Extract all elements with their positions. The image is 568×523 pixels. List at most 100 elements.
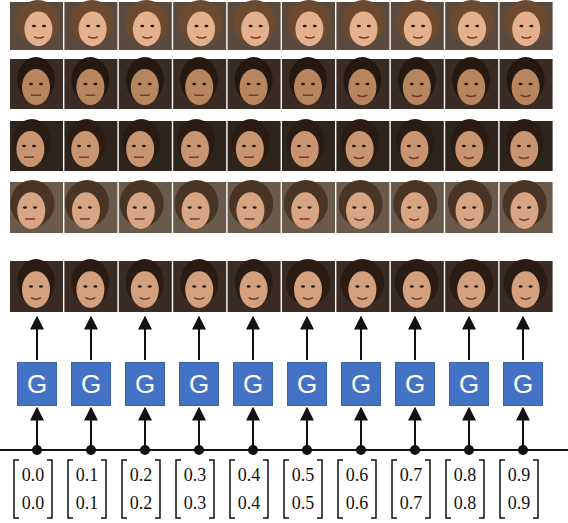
mouth: [196, 37, 206, 39]
generator-label: G: [405, 371, 425, 397]
bracket: [122, 460, 127, 518]
mouth: [519, 157, 529, 159]
face: [22, 271, 50, 308]
face: [291, 192, 319, 229]
bracket: [500, 460, 505, 518]
generator-label: G: [135, 371, 155, 397]
mouth: [409, 219, 419, 221]
face: [240, 271, 268, 308]
vector-value: 0.7: [400, 494, 423, 512]
mouth: [245, 218, 255, 220]
eye: [529, 285, 533, 288]
bracket: [425, 460, 430, 518]
input-arrow: [198, 408, 200, 450]
generator-label: G: [81, 371, 101, 397]
face-image: [10, 0, 63, 50]
face: [291, 131, 319, 167]
input-arrow: [468, 408, 470, 450]
eye: [32, 145, 36, 148]
eye: [527, 206, 531, 209]
mouth: [357, 298, 367, 300]
bracket: [338, 460, 343, 518]
eye: [83, 83, 87, 86]
eye: [150, 25, 154, 28]
vector-value: 0.4: [238, 494, 261, 512]
face-grid: [10, 0, 553, 312]
face: [348, 271, 376, 308]
mouth: [303, 298, 313, 300]
eye: [301, 285, 305, 288]
eye: [96, 25, 100, 28]
eye: [148, 83, 152, 86]
eye: [410, 83, 414, 86]
generator-label: G: [297, 371, 317, 397]
input-arrow: [360, 408, 362, 450]
face-image: [445, 119, 498, 171]
face-image: [500, 259, 553, 312]
eye: [132, 145, 136, 148]
bracket: [392, 460, 397, 518]
eye: [517, 145, 521, 148]
generator-box: G: [287, 362, 327, 406]
face-image: [119, 180, 172, 233]
mouth: [354, 157, 364, 159]
face-image: [10, 180, 63, 233]
input-arrow: [36, 408, 38, 450]
output-arrow: [198, 317, 200, 360]
generator-label: G: [27, 371, 47, 397]
sample-dot: [410, 445, 420, 455]
output-arrow: [468, 317, 470, 360]
vector-value: 0.8: [454, 466, 477, 484]
face: [456, 192, 484, 229]
face-image: [336, 259, 389, 312]
eye: [519, 285, 523, 288]
vector-value: 0.6: [346, 466, 369, 484]
axis-line: [0, 449, 568, 451]
bracket: [209, 460, 214, 518]
face: [126, 131, 154, 167]
face-image: [228, 119, 281, 171]
face-image: [282, 57, 335, 109]
eye: [352, 206, 356, 209]
vector-value: 0.0: [22, 466, 45, 484]
eye: [472, 206, 476, 209]
face-image: [336, 57, 389, 109]
face-image: [228, 259, 281, 312]
generator-label: G: [189, 371, 209, 397]
eye: [464, 285, 468, 288]
input-arrow: [414, 408, 416, 450]
eye: [93, 285, 97, 288]
eye: [311, 83, 315, 86]
face: [17, 192, 45, 229]
mouth: [34, 37, 44, 39]
face: [295, 12, 323, 47]
eye: [355, 285, 359, 288]
vector-value: 0.2: [130, 494, 153, 512]
eye: [420, 285, 424, 288]
sample-dot: [248, 445, 258, 455]
face: [510, 131, 538, 167]
input-arrow: [252, 408, 254, 450]
face: [72, 192, 100, 229]
vector-value: 0.9: [508, 494, 531, 512]
vector-value: 0.1: [76, 466, 99, 484]
face: [76, 271, 104, 308]
face-image: [282, 119, 335, 171]
mouth: [412, 298, 422, 300]
bracket: [479, 460, 484, 518]
face: [512, 271, 540, 308]
eye: [517, 206, 521, 209]
face-image: [391, 259, 444, 312]
vector-value: 0.1: [76, 494, 99, 512]
vector-value: 0.4: [238, 466, 261, 484]
face: [346, 131, 374, 167]
eye: [198, 206, 202, 209]
mouth: [134, 156, 144, 158]
eye: [529, 25, 533, 28]
eye: [22, 145, 26, 148]
eye: [297, 145, 301, 148]
vector-value: 0.9: [508, 466, 531, 484]
face: [181, 131, 209, 167]
eye: [417, 206, 421, 209]
